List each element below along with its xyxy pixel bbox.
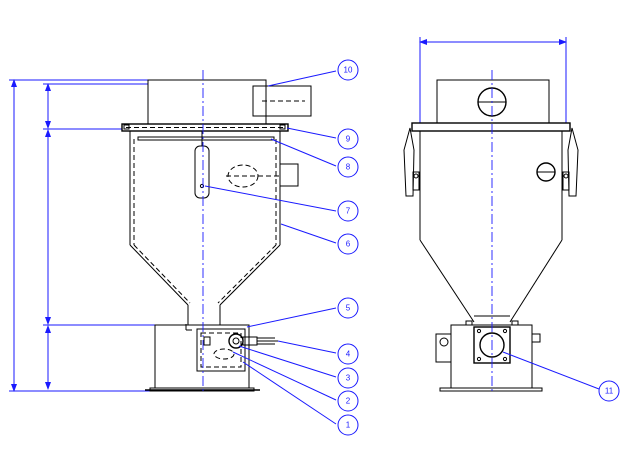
material-inlet-port xyxy=(226,163,299,188)
svg-text:7: 7 xyxy=(346,207,351,216)
side-base-box xyxy=(435,320,543,392)
svg-text:4: 4 xyxy=(346,350,351,359)
callout-4: 4 xyxy=(337,343,359,365)
lid-box xyxy=(147,79,267,125)
callout-2: 2 xyxy=(337,390,359,412)
level-sensor xyxy=(194,131,210,199)
svg-text:5: 5 xyxy=(346,304,351,313)
side-view xyxy=(403,37,600,392)
svg-text:9: 9 xyxy=(346,135,351,144)
callout-7: 7 xyxy=(337,200,359,222)
front-view xyxy=(9,70,337,425)
discharge-valve xyxy=(185,324,278,372)
svg-text:1: 1 xyxy=(346,421,351,430)
callout-11: 11 xyxy=(598,380,620,402)
clamp-right xyxy=(562,127,579,197)
flange xyxy=(121,123,289,132)
callout-9: 9 xyxy=(337,128,359,150)
svg-text:3: 3 xyxy=(346,374,351,383)
callout-bubbles: 1 2 3 4 5 6 7 8 xyxy=(337,59,620,436)
vacuum-inlet-pipe xyxy=(252,85,312,117)
side-flange xyxy=(411,122,571,132)
svg-text:2: 2 xyxy=(346,397,351,406)
svg-text:6: 6 xyxy=(346,240,351,249)
clamp-left xyxy=(403,127,420,197)
callout-1: 1 xyxy=(337,414,359,436)
hopper-body xyxy=(129,131,281,325)
callout-6: 6 xyxy=(337,233,359,255)
leader-lines-front xyxy=(204,70,337,425)
leader-line-11 xyxy=(502,351,600,390)
dimension-lines-left xyxy=(9,79,155,392)
base-box xyxy=(145,324,260,392)
callout-3: 3 xyxy=(337,367,359,389)
svg-text:10: 10 xyxy=(344,66,353,75)
svg-text:11: 11 xyxy=(605,387,614,396)
callout-10: 10 xyxy=(337,59,359,81)
callout-8: 8 xyxy=(337,156,359,178)
side-hopper-body xyxy=(419,131,563,323)
callout-5: 5 xyxy=(337,297,359,319)
svg-text:8: 8 xyxy=(346,163,351,172)
